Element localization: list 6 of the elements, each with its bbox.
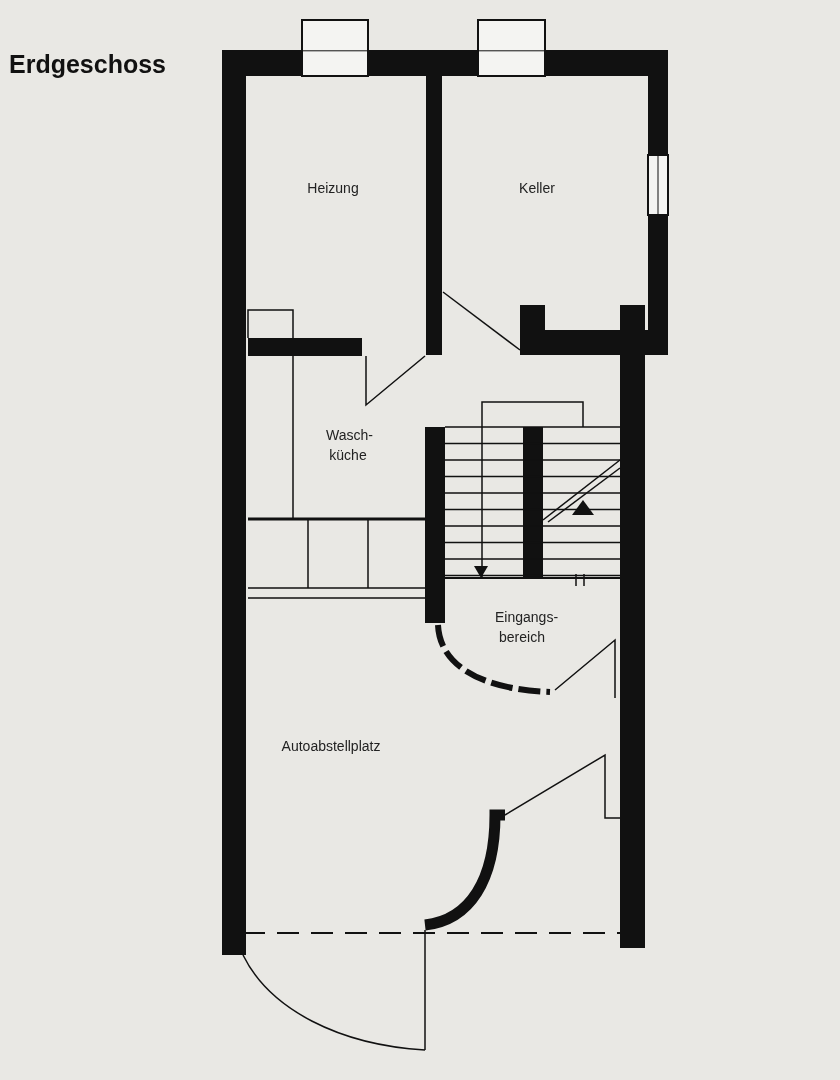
room-label: Autoabstellplatz: [280, 737, 382, 756]
room-label: Heizung: [306, 179, 360, 198]
room-label: Wasch- küche: [325, 426, 374, 465]
title: Erdgeschoss: [9, 50, 166, 79]
room-label: Keller: [518, 179, 556, 198]
room-label: Eingangs- bereich: [494, 608, 560, 647]
